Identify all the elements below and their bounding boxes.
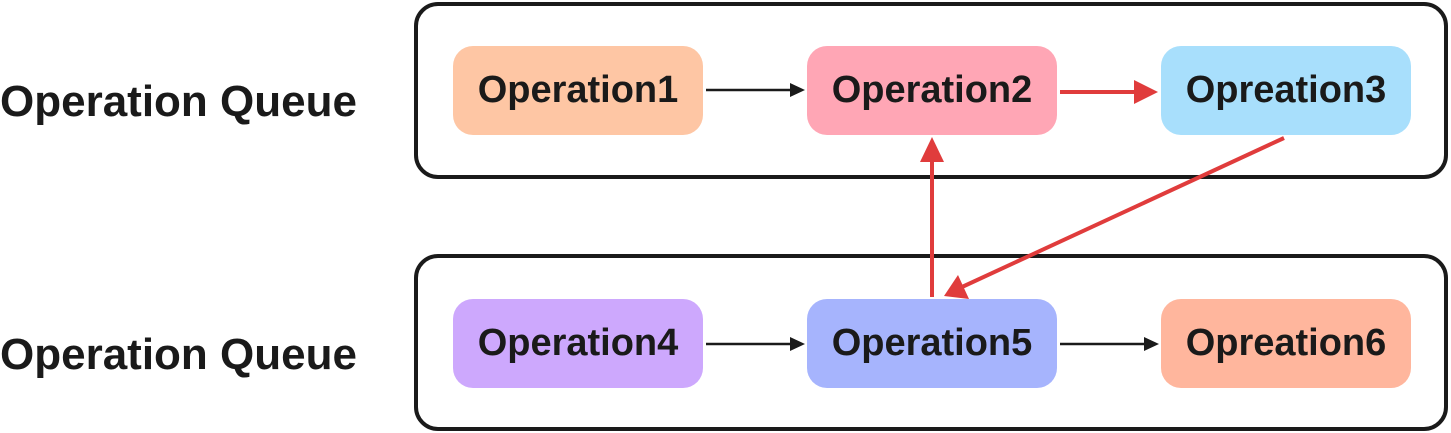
operation-6-node: Opreation6 xyxy=(1161,299,1411,388)
queue-label-1: Operation Queue xyxy=(0,77,357,126)
edge-op2-op3 xyxy=(1060,80,1158,104)
operation-2-node: Operation2 xyxy=(807,46,1057,135)
edge-op5-op6 xyxy=(1060,337,1159,351)
edge-op1-op2 xyxy=(706,83,805,97)
edge-op3-op5 xyxy=(944,136,1285,299)
edge-op5-op2 xyxy=(920,137,944,297)
operation-3-node: Opreation3 xyxy=(1161,46,1411,135)
operation-4-node: Operation4 xyxy=(453,299,703,388)
edge-op4-op5 xyxy=(706,337,805,351)
operation-1-node: Operation1 xyxy=(453,46,703,135)
operation-5-node: Operation5 xyxy=(807,299,1057,388)
queue-label-2: Operation Queue xyxy=(0,330,357,379)
